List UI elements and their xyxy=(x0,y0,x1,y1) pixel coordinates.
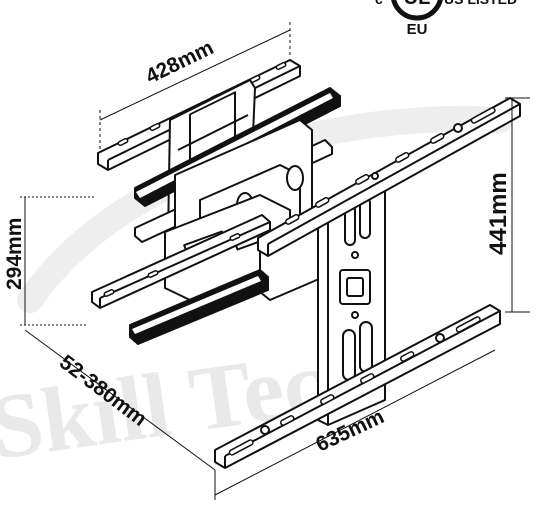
wall-plate-column xyxy=(317,184,386,426)
svg-text:c: c xyxy=(375,0,383,7)
mount-structure xyxy=(91,59,521,469)
dimension-label-top-width: 428mm xyxy=(142,36,217,88)
svg-text:UL: UL xyxy=(404,0,431,9)
cert-region-label: EU xyxy=(407,21,428,38)
bottom-black-bar xyxy=(129,269,269,345)
wall-rail-lower xyxy=(214,304,501,469)
bottom-left-rail xyxy=(91,214,271,309)
certification-mark: UL c US LISTED EU xyxy=(375,0,517,38)
dimension-lines xyxy=(20,22,530,500)
svg-text:US LISTED: US LISTED xyxy=(444,0,517,7)
dimension-label-right-height: 441mm xyxy=(485,172,512,255)
dimension-label-left-height: 294mm xyxy=(3,218,26,290)
wall-rail-upper xyxy=(257,97,521,257)
ul-circle-icon xyxy=(391,0,443,21)
